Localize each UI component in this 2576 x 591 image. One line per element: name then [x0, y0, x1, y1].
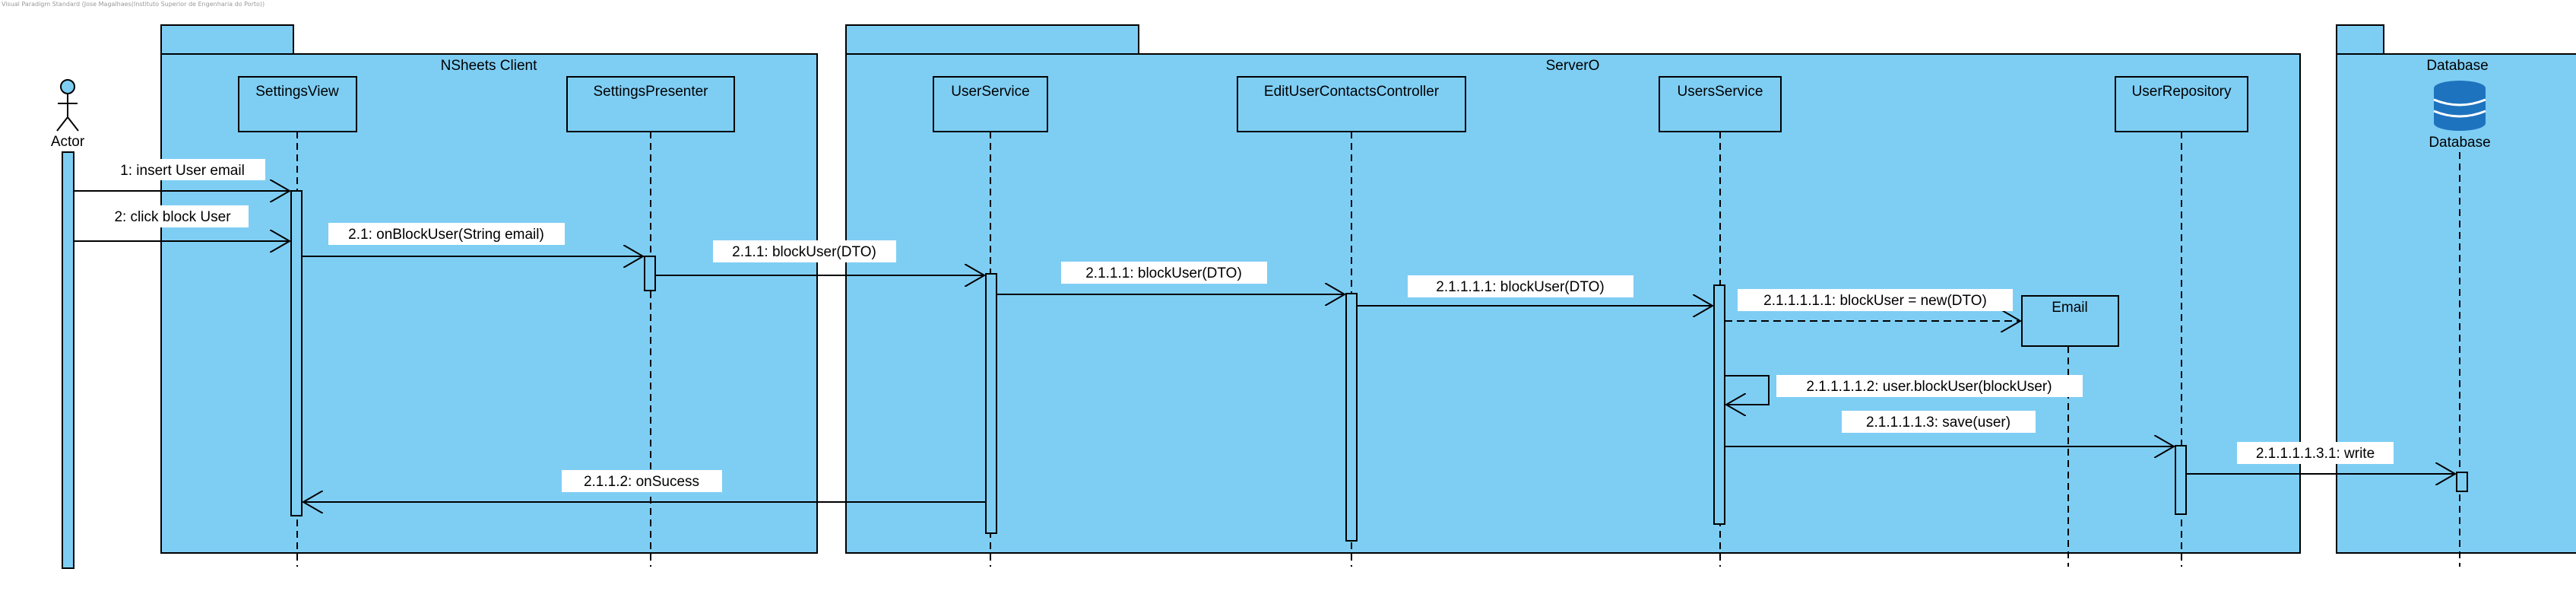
actor-head: [60, 79, 75, 94]
activation-settings-presenter: [644, 256, 656, 291]
lifeline-user-repository[interactable]: UserRepository: [2115, 76, 2248, 132]
package-server-name: ServerO: [1546, 58, 1600, 74]
lifeline-email-name: Email: [2052, 300, 2088, 316]
lifeline-database[interactable]: Database: [2429, 81, 2491, 151]
message-label-m10[interactable]: 2.1.1.1.1.3.1: write: [2256, 446, 2375, 462]
lifeline-database-name: Database: [2429, 135, 2490, 151]
lifeline-user-repository-name: UserRepository: [2132, 84, 2232, 100]
arrow-m8: [1725, 375, 1770, 405]
message-label-m8[interactable]: 2.1.1.1.1.2: user.blockUser(blockUser): [1806, 379, 2052, 395]
package-database-name: Database: [2426, 58, 2488, 74]
lifeline-settings-view[interactable]: SettingsView: [238, 76, 357, 132]
activation-user-service: [985, 273, 997, 534]
package-client-name: NSheets Client: [441, 58, 537, 74]
lifeline-settings-presenter[interactable]: SettingsPresenter: [566, 76, 735, 132]
message-labels: 1: insert User email 2: click block User…: [97, 159, 2394, 492]
activation-database: [2456, 472, 2468, 492]
message-label-m4[interactable]: 2.1.1: blockUser(DTO): [732, 244, 876, 260]
lifeline-users-service-name: UsersService: [1678, 84, 1763, 100]
actor-activation: [62, 151, 74, 569]
message-label-m3[interactable]: 2.1: onBlockUser(String email): [348, 227, 544, 243]
message-label-m6[interactable]: 2.1.1.1.1: blockUser(DTO): [1436, 279, 1604, 295]
message-label-m11[interactable]: 2.1.1.2: onSucess: [584, 474, 699, 490]
watermark: Visual Paradigm Standard (Jose Magalhaes…: [2, 1, 265, 8]
activation-user-repository: [2175, 445, 2187, 515]
actor-name: Actor: [51, 134, 85, 150]
message-label-m1[interactable]: 1: insert User email: [120, 163, 245, 179]
message-arrows: [74, 191, 2455, 502]
lifeline-edit-user-contacts-controller-name: EditUserContactsController: [1264, 84, 1440, 100]
lifeline-settings-view-name: SettingsView: [255, 84, 339, 100]
database-icon: [2433, 81, 2486, 131]
lifeline-users-service[interactable]: UsersService: [1659, 76, 1782, 132]
message-label-m9[interactable]: 2.1.1.1.1.3: save(user): [1866, 415, 2010, 431]
package-client[interactable]: NSheets Client: [160, 24, 818, 554]
actor[interactable]: Actor: [51, 79, 85, 569]
lifeline-user-service-name: UserService: [951, 84, 1029, 100]
activation-settings-view: [290, 190, 303, 516]
activation-users-service: [1713, 284, 1725, 525]
activation-edit-controller: [1345, 293, 1358, 542]
lifeline-email[interactable]: Email: [2021, 295, 2119, 347]
message-label-m5[interactable]: 2.1.1.1: blockUser(DTO): [1085, 265, 1242, 281]
lifeline-settings-presenter-name: SettingsPresenter: [593, 84, 708, 100]
activations: [290, 190, 2468, 542]
message-label-m7[interactable]: 2.1.1.1.1.1: blockUser = new(DTO): [1763, 293, 1987, 309]
lifeline-user-service[interactable]: UserService: [933, 76, 1048, 132]
message-label-m2[interactable]: 2: click block User: [114, 209, 231, 225]
lifeline-edit-user-contacts-controller[interactable]: EditUserContactsController: [1237, 76, 1466, 132]
